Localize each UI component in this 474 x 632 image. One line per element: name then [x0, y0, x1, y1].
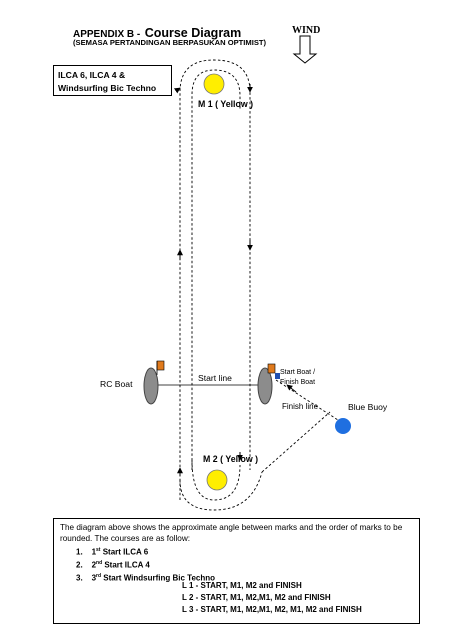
wind-label: WIND [292, 25, 321, 36]
legend-line-2: Windsurfing Bic Techno [58, 83, 157, 93]
blue-buoy-label: Blue Buoy [348, 402, 388, 412]
class-legend-box: ILCA 6, ILCA 4 & Windsurfing Bic Techno [53, 65, 172, 96]
course-inner-bottom [191, 459, 241, 501]
course-outer-bottom [179, 471, 263, 511]
course-outer-loop [179, 59, 251, 500]
start-boat-flag-icon [267, 363, 276, 374]
notes-intro: The diagram above shows the approximate … [60, 523, 403, 543]
title-prefix: APPENDIX B - [73, 29, 141, 40]
start-boat-label-line-2: Finish Boat [280, 378, 316, 386]
course-l3: L 3 - START, M1, M2,M1, M2, M1, M2 and F… [182, 605, 362, 614]
start-order-list: 1. 1st Start ILCA 6 2. 2nd Start ILCA 4 … [60, 545, 413, 584]
start-item: 2. 2nd Start ILCA 4 [76, 560, 150, 570]
blue-buoy-icon [335, 418, 351, 434]
rc-boat-icon [143, 367, 159, 405]
start-item: 1. 1st Start ILCA 6 [76, 547, 149, 557]
start-boat-blue-flag-icon [275, 373, 280, 379]
course-diagram [143, 35, 351, 511]
arrow-m1-start [173, 87, 181, 94]
course-notes-box: The diagram above shows the approximate … [53, 518, 420, 624]
m2-label: M 2 ( Yellow ) [203, 454, 259, 464]
title-main: Course Diagram [144, 26, 242, 40]
mark-m1-icon [203, 73, 225, 95]
diagram-title: APPENDIX B - Course Diagram [73, 24, 241, 42]
wind-arrow-icon [292, 35, 318, 64]
mark-m2-icon [206, 469, 228, 491]
rc-boat-label: RC Boat [100, 379, 133, 389]
course-inner-loop [191, 69, 241, 470]
legend-line-1: ILCA 6, ILCA 4 & [58, 70, 126, 80]
start-line-label: Start line [198, 373, 232, 383]
finish-line [275, 379, 339, 421]
rc-boat-flag-icon [156, 360, 165, 371]
start-boat-label-line-1: Start Boat / [280, 369, 316, 376]
start-boat-label: Start Boat / Finish Boat [280, 368, 315, 387]
course-l1: L 1 - START, M1, M2 and FINISH [182, 581, 302, 590]
start-item: 3. 3rd Start Windsurfing Bic Techno [76, 573, 216, 583]
course-l2: L 2 - START, M1, M2,M1, M2 and FINISH [182, 593, 331, 602]
start-boat-icon [257, 367, 273, 405]
arrow-finish [286, 384, 297, 393]
finish-line-label: Finish line [282, 402, 319, 411]
diagram-subtitle: (SEMASA PERTANDINGAN BERPASUKAN OPTIMIST… [73, 38, 267, 47]
m1-label: M 1 ( Yellow ) [198, 99, 254, 109]
finish-approach-line [261, 411, 331, 473]
